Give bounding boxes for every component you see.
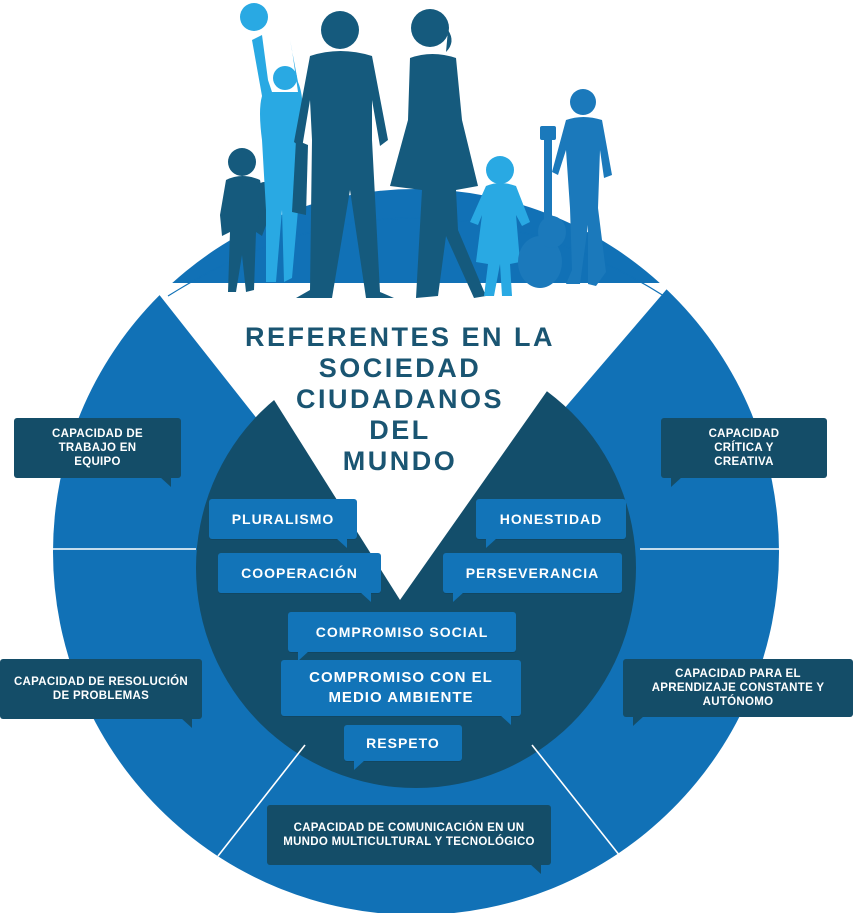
title-line: SOCIEDAD	[318, 353, 482, 383]
value-perseverancia: PERSEVERANCIA	[443, 553, 622, 602]
bubble-tail	[354, 760, 365, 770]
woman-silhouette-icon	[390, 9, 486, 298]
skill-comunicacion: CAPACIDAD DE COMUNICACIÓN EN UN MUNDO MU…	[267, 805, 551, 874]
value-label: COMPROMISO SOCIAL	[315, 624, 489, 640]
skill-aprendizaje: CAPACIDAD PARA EL APRENDIZAJE CONSTANTE …	[623, 659, 853, 726]
title-line: CIUDADANOS	[295, 384, 504, 414]
title-line: DEL	[369, 415, 431, 445]
value-compromiso-social: COMPROMISO SOCIAL	[288, 612, 516, 661]
value-respeto: RESPETO	[344, 725, 462, 770]
value-label: RESPETO	[366, 735, 440, 751]
skill-resolucion-problemas: CAPACIDAD DE RESOLUCIÓN DE PROBLEMAS	[0, 659, 202, 728]
value-label: COOPERACIÓN	[241, 565, 358, 581]
title-line: REFERENTES EN LA	[244, 322, 556, 352]
man-silhouette-icon	[292, 11, 394, 298]
inner-wedge	[230, 330, 590, 600]
skill-critica-creativa: CAPACIDAD CRÍTICA Y CREATIVA	[661, 418, 827, 487]
value-compromiso-ambiente: COMPROMISO CON EL MEDIO AMBIENTE	[281, 660, 521, 725]
skill-label: CAPACIDAD CRÍTICA Y CREATIVA	[708, 428, 780, 468]
bubble-tail	[360, 592, 371, 602]
value-label: COMPROMISO CON EL MEDIO AMBIENTE	[309, 669, 493, 706]
skill-trabajo-equipo: CAPACIDAD DE TRABAJO EN EQUIPO	[14, 418, 181, 487]
guitar-icon	[518, 126, 566, 288]
divider-bottom-left	[217, 744, 306, 857]
bubble-tail	[453, 592, 464, 602]
bubble-tail	[336, 538, 347, 548]
bubble-tail	[298, 651, 309, 661]
bubble-tail	[671, 477, 682, 487]
value-pluralismo: PLURALISMO	[209, 499, 357, 548]
bubble-tail	[633, 716, 644, 726]
value-label: PLURALISMO	[231, 511, 335, 527]
divider-bottom-right	[531, 744, 621, 857]
value-label: PERSEVERANCIA	[465, 565, 600, 581]
bubble-tail	[486, 538, 497, 548]
skill-label: CAPACIDAD DE TRABAJO EN EQUIPO	[52, 428, 143, 468]
bubble-tail	[160, 477, 171, 487]
bubble-tail	[530, 864, 541, 874]
title-line: MUNDO	[342, 446, 458, 476]
bubble-tail	[181, 718, 192, 728]
diagram-title: REFERENTES EN LA SOCIEDAD CIUDADANOS DEL…	[220, 322, 580, 477]
teen-silhouette-icon	[552, 89, 612, 286]
value-cooperacion: COOPERACIÓN	[218, 553, 381, 602]
skill-label: CAPACIDAD DE RESOLUCIÓN DE PROBLEMAS	[13, 676, 189, 702]
girl-silhouette-icon	[470, 156, 530, 296]
skill-label: CAPACIDAD DE COMUNICACIÓN EN UN MUNDO MU…	[283, 822, 535, 848]
value-label: HONESTIDAD	[499, 511, 603, 527]
value-honestidad: HONESTIDAD	[476, 499, 626, 548]
skill-label: CAPACIDAD PARA EL APRENDIZAJE CONSTANTE …	[651, 668, 825, 708]
child-ball-silhouette-icon	[240, 3, 303, 282]
bubble-tail	[500, 715, 511, 725]
